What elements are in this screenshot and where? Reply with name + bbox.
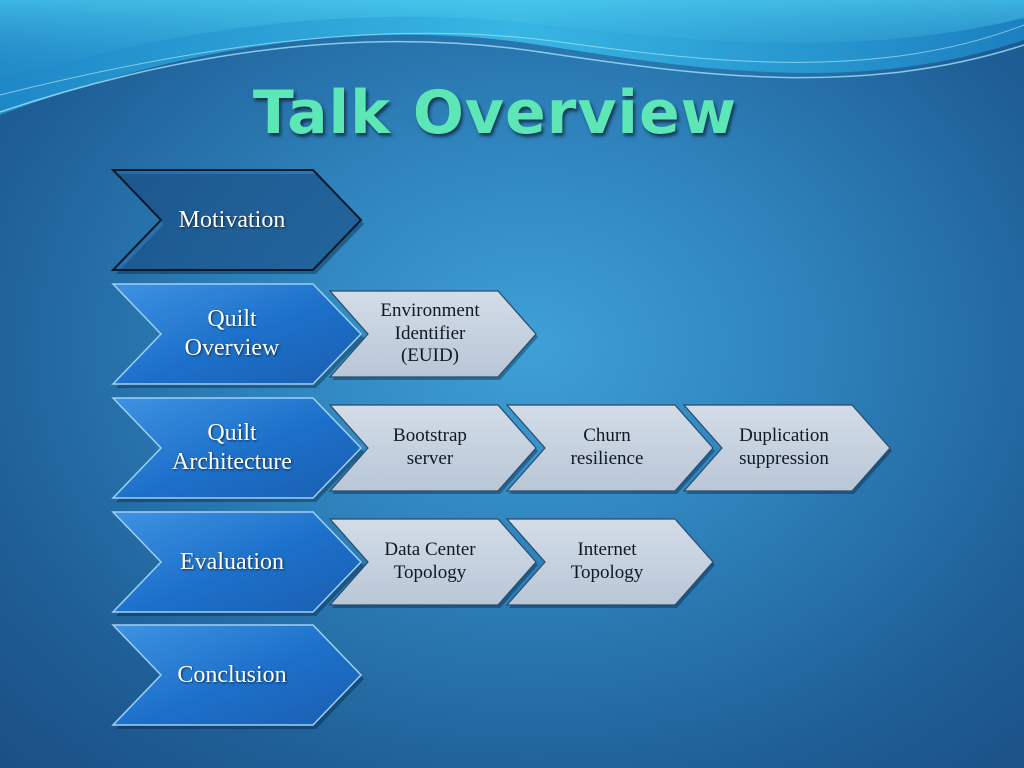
outline-section-evaluation: Evaluation — [111, 511, 364, 616]
chevron-shape — [111, 624, 364, 729]
chevron-shape — [111, 283, 364, 388]
subtopic-chevron-shape — [682, 404, 892, 494]
subtopic-chevron-shape — [328, 404, 538, 494]
outline-section-motivation: Motivation — [110, 169, 364, 274]
outline-section-label: Motivation — [178, 206, 286, 233]
chevron-shape — [110, 169, 364, 274]
subtopic-chevron-shape — [328, 290, 538, 380]
outline-section-conclusion: Conclusion — [111, 624, 364, 729]
subtopic-chevron-shape — [328, 518, 538, 608]
slide-title: Talk Overview — [252, 78, 738, 148]
outline-section-label: Conclusion — [177, 661, 287, 688]
chevron-shape — [111, 511, 364, 616]
outline-section-label: Evaluation — [180, 548, 284, 575]
subtopic-chevron-shape — [505, 518, 715, 608]
header-wave-decoration — [0, 0, 1024, 115]
subtopic-chevron-shape — [505, 404, 715, 494]
chevron-shape — [111, 397, 364, 502]
